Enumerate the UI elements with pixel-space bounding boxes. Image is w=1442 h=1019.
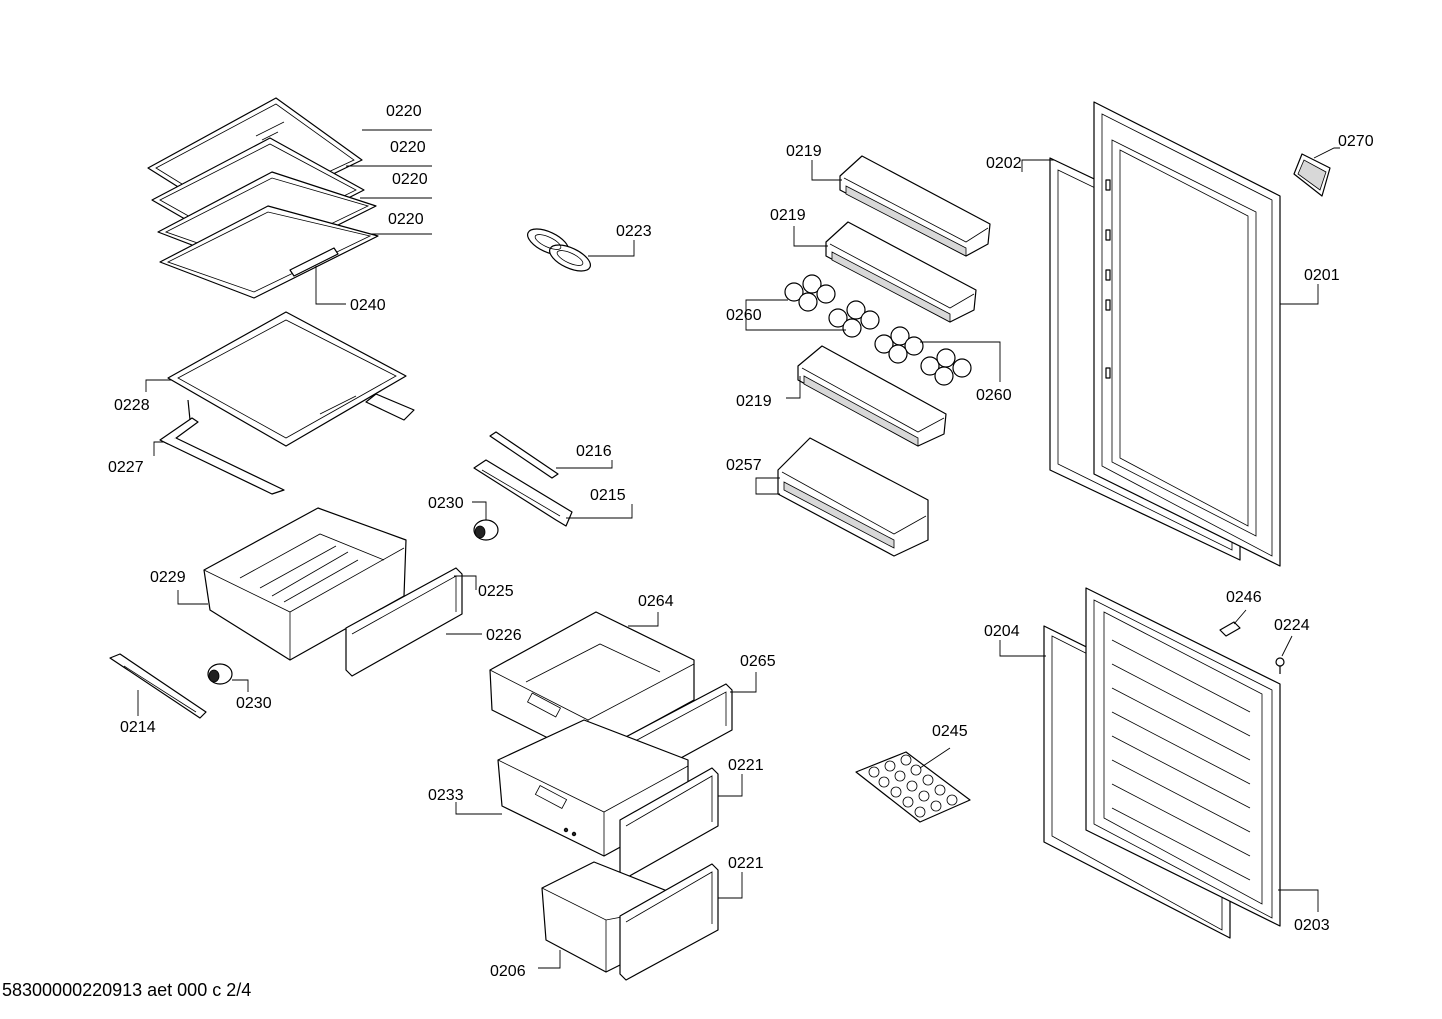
label-0223: 0223 [616, 223, 652, 240]
label-0227: 0227 [108, 459, 144, 476]
label-0216: 0216 [576, 443, 612, 460]
glass-shelf-0220-4 [159, 205, 379, 299]
door-bin-0219-a [839, 155, 991, 257]
label-0260-b: 0260 [976, 387, 1012, 404]
door-bin-0219-c [797, 345, 947, 447]
clip-0223 [527, 228, 591, 272]
ice-tray-0245 [855, 751, 971, 823]
freezer-drawer-0264 [489, 611, 695, 759]
crisper-drawer-0229 [203, 507, 407, 661]
label-0257: 0257 [726, 457, 762, 474]
callout-labels: 0220 0220 0220 0220 0240 0223 0228 0227 … [108, 103, 1374, 980]
label-0225: 0225 [478, 583, 514, 600]
rail-0215 [473, 459, 573, 527]
door-bin-0219-b [825, 221, 977, 323]
egg-tray-0260-c [874, 326, 924, 364]
fridge-door-0201 [1093, 101, 1281, 567]
egg-tray-0260-d [920, 348, 972, 386]
label-0224: 0224 [1274, 617, 1310, 634]
label-0220-c: 0220 [392, 171, 428, 188]
hinge-cover-0270 [1293, 153, 1331, 197]
label-0233: 0233 [428, 787, 464, 804]
label-0214: 0214 [120, 719, 156, 736]
label-0245: 0245 [932, 723, 968, 740]
label-0201: 0201 [1304, 267, 1340, 284]
label-0203: 0203 [1294, 917, 1330, 934]
label-0219-a: 0219 [786, 143, 822, 160]
label-0219-c: 0219 [736, 393, 772, 410]
label-0220-a: 0220 [386, 103, 422, 120]
roller-0230-b [207, 663, 233, 685]
drawing-number: 58300000220913 aet 000 c 2/4 [2, 980, 252, 1000]
leader-lines [137, 129, 1340, 969]
rail-0216 [489, 431, 559, 479]
label-0260-a: 0260 [726, 307, 762, 324]
label-0215: 0215 [590, 487, 626, 504]
label-0221-b: 0221 [728, 855, 764, 872]
label-0265: 0265 [740, 653, 776, 670]
label-0204: 0204 [984, 623, 1020, 640]
shelf-frame-0227 [159, 393, 415, 495]
clip-0246 [1219, 621, 1241, 637]
label-0228: 0228 [114, 397, 150, 414]
label-0270: 0270 [1338, 133, 1374, 150]
label-0229: 0229 [150, 569, 186, 586]
label-0246: 0246 [1226, 589, 1262, 606]
label-0264: 0264 [638, 593, 674, 610]
door-bin-0257 [777, 437, 929, 557]
label-0206: 0206 [490, 963, 526, 980]
egg-tray-0260-b [828, 300, 880, 338]
label-0221-a: 0221 [728, 757, 764, 774]
screw-0224 [1275, 657, 1285, 674]
label-0230-b: 0230 [236, 695, 272, 712]
label-0220-b: 0220 [390, 139, 426, 156]
label-0226: 0226 [486, 627, 522, 644]
label-0202: 0202 [986, 155, 1022, 172]
shelf-0228 [167, 311, 407, 447]
label-0230-a: 0230 [428, 495, 464, 512]
roller-0230-a [473, 519, 499, 541]
label-0219-b: 0219 [770, 207, 806, 224]
label-0240: 0240 [350, 297, 386, 314]
rail-0214 [109, 653, 207, 719]
freezer-door-0203 [1085, 587, 1281, 927]
egg-tray-0260-a [784, 274, 836, 312]
label-0220-d: 0220 [388, 211, 424, 228]
shelf-trim-0240 [289, 247, 339, 277]
drawer-front-0221-b [619, 863, 719, 981]
